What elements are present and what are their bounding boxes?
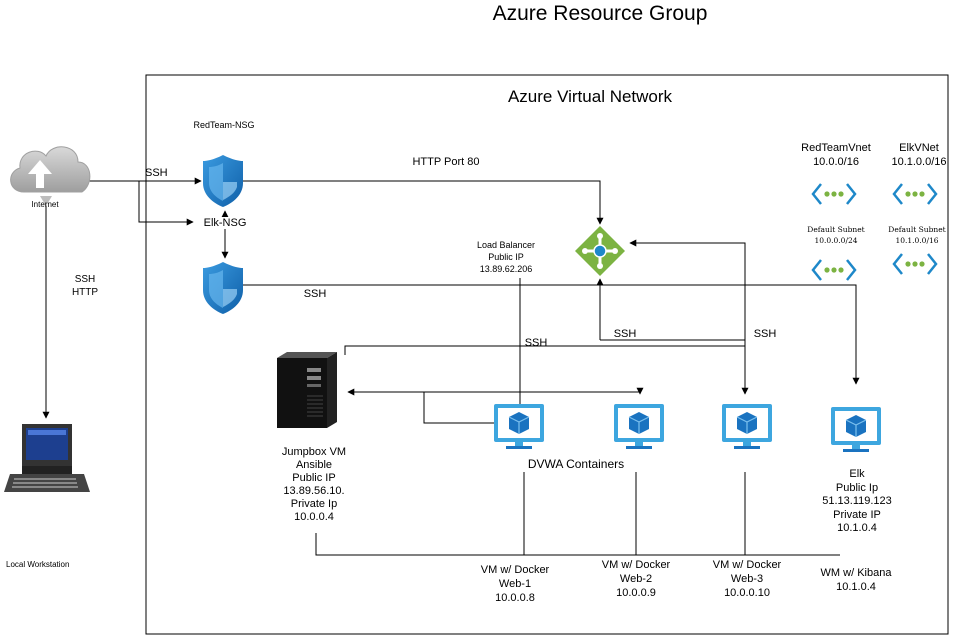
elk-vnet-label-line-1: ElkVNet (899, 142, 939, 154)
elk-ssh-label: SSH (303, 288, 327, 300)
redteam-vnet-icon (811, 183, 857, 205)
vnet-border (145, 74, 949, 635)
web1-label-line-1: VM w/ Docker (480, 564, 550, 576)
web1-vm-icon (494, 404, 544, 449)
web2-vm-icon (614, 404, 664, 449)
elk-vnet-label-line-2: 10.1.0.0/16 (891, 156, 947, 168)
local-workstation-label: Local Workstation (6, 560, 70, 569)
cloud-icon (10, 146, 91, 206)
elk-nsg-shield-icon (203, 262, 243, 314)
elk-subnet-label-line-2: 10.1.0.0/16 (895, 236, 939, 245)
kibana-label-line-1: WM w/ Kibana (820, 567, 892, 579)
elk-vm-icon (831, 407, 881, 452)
load-balancer-label-line-1: Load Balancer (476, 240, 536, 250)
jumpbox-label-line-6: 10.0.0.4 (294, 511, 334, 523)
web2-label-line-3: 10.0.0.9 (616, 587, 656, 599)
web1-label-line-2: Web-1 (498, 578, 532, 590)
elk-subnet-icon (892, 253, 938, 275)
elk-nsg-label: Elk-NSG (203, 217, 247, 229)
web3-label-line-3: 10.0.0.10 (724, 587, 770, 599)
web3-label-line-2: Web-3 (730, 573, 764, 585)
dvwa-containers-label: DVWA Containers (527, 457, 625, 471)
load-balancer-label-line-2: Public IP (488, 252, 524, 262)
redteam-subnet-label-line-1: Default Subnet (807, 225, 865, 234)
connection-lines (42, 177, 860, 556)
redteam-subnet-label-line-2: 10.0.0.0/24 (814, 236, 858, 245)
elk-label-line-4: Private IP (833, 508, 881, 521)
web1-label: VM w/ Docker Web-1 10.0.0.8 (481, 563, 549, 605)
elk-subnet-label-line-1: Default Subnet (888, 225, 946, 234)
elk-vnet-label: ElkVNet 10.1.0.0/16 (891, 141, 946, 169)
redteam-nsg-label: RedTeam-NSG (193, 120, 255, 130)
jumpbox-label-line-2: Ansible (295, 459, 333, 471)
elk-label-line-1: Elk (849, 468, 865, 480)
web2-label: VM w/ Docker Web-2 10.0.0.9 (602, 558, 670, 600)
elk-label-line-2: Public Ip (835, 481, 879, 494)
jumpbox-label-line-1: Jumpbox VM (281, 446, 347, 458)
internet-link-label-line-2: HTTP (71, 287, 99, 298)
http-port-label: HTTP Port 80 (412, 156, 480, 168)
load-balancer-label-line-3: 13.89.62.206 (479, 264, 533, 274)
elk-subnet-label: Default Subnet 10.1.0.0/16 (888, 224, 945, 246)
elk-label: Elk Public Ip 51.13.119.123 Private IP 1… (822, 468, 892, 536)
redteam-vnet-label: RedTeamVnet 10.0.0/16 (801, 141, 871, 169)
nsg-to-lb-http-line (243, 180, 604, 225)
ssh-to-nsg-label: SSH (145, 167, 168, 179)
load-balancer-icon (575, 226, 625, 276)
diagram-title: Azure Resource Group (492, 2, 708, 25)
vnet-label: Azure Virtual Network (507, 87, 673, 106)
web3-label: VM w/ Docker Web-3 10.0.0.10 (713, 558, 781, 600)
elk-label-line-3: 51.13.119.123 (822, 495, 892, 507)
web3-vm-icon (722, 404, 772, 449)
web3-to-lb-line (629, 239, 746, 383)
redteam-nsg-shield-icon (203, 155, 243, 207)
internet-label: Internet (31, 200, 59, 209)
redteam-subnet-icon (811, 259, 857, 281)
kibana-label: WM w/ Kibana 10.1.0.4 (821, 566, 892, 594)
redteam-subnet-label: Default Subnet 10.0.0.0/24 (807, 224, 864, 246)
jumpbox-label-line-5: Private Ip (290, 498, 338, 510)
elk-nsg-to-elk-line (243, 284, 860, 385)
redteam-vnet-label-line-2: 10.0.0/16 (813, 156, 859, 168)
ssh-label-left: SSH (524, 337, 548, 349)
load-balancer-label: Load Balancer Public IP 13.89.62.206 (477, 239, 535, 275)
internet-link-label-line-1: SSH (74, 274, 96, 285)
web2-label-line-2: Web-2 (619, 573, 653, 585)
elk-label-line-5: 10.1.0.4 (837, 522, 877, 534)
ssh-label-right: SSH (753, 328, 777, 340)
server-tower-icon (277, 352, 337, 428)
kibana-label-line-2: 10.1.0.4 (836, 581, 876, 593)
elk-vnet-icon (892, 183, 938, 205)
jumpbox-ssh-bus (344, 345, 749, 395)
jumpbox-web2-arrow (347, 387, 644, 396)
internet-link-label: SSH HTTP (72, 273, 98, 299)
web1-label-line-3: 10.0.0.8 (495, 592, 535, 604)
jumpbox-label-line-4: 13.89.56.10. (283, 485, 345, 497)
web3-label-line-1: VM w/ Docker (712, 559, 782, 571)
web2-label-line-1: VM w/ Docker (601, 559, 671, 571)
bottom-bus-line (315, 533, 840, 556)
redteam-vnet-label-line-1: RedTeamVnet (801, 142, 871, 154)
jumpbox-label-line-3: Public IP (292, 472, 336, 484)
ssh-label-middle: SSH (613, 328, 637, 340)
internet-to-elk-nsg-line (138, 181, 194, 226)
web1-bracket-line (423, 392, 494, 424)
jumpbox-label: Jumpbox VM Ansible Public IP 13.89.56.10… (282, 446, 346, 524)
workstation-computer-icon (4, 424, 90, 492)
